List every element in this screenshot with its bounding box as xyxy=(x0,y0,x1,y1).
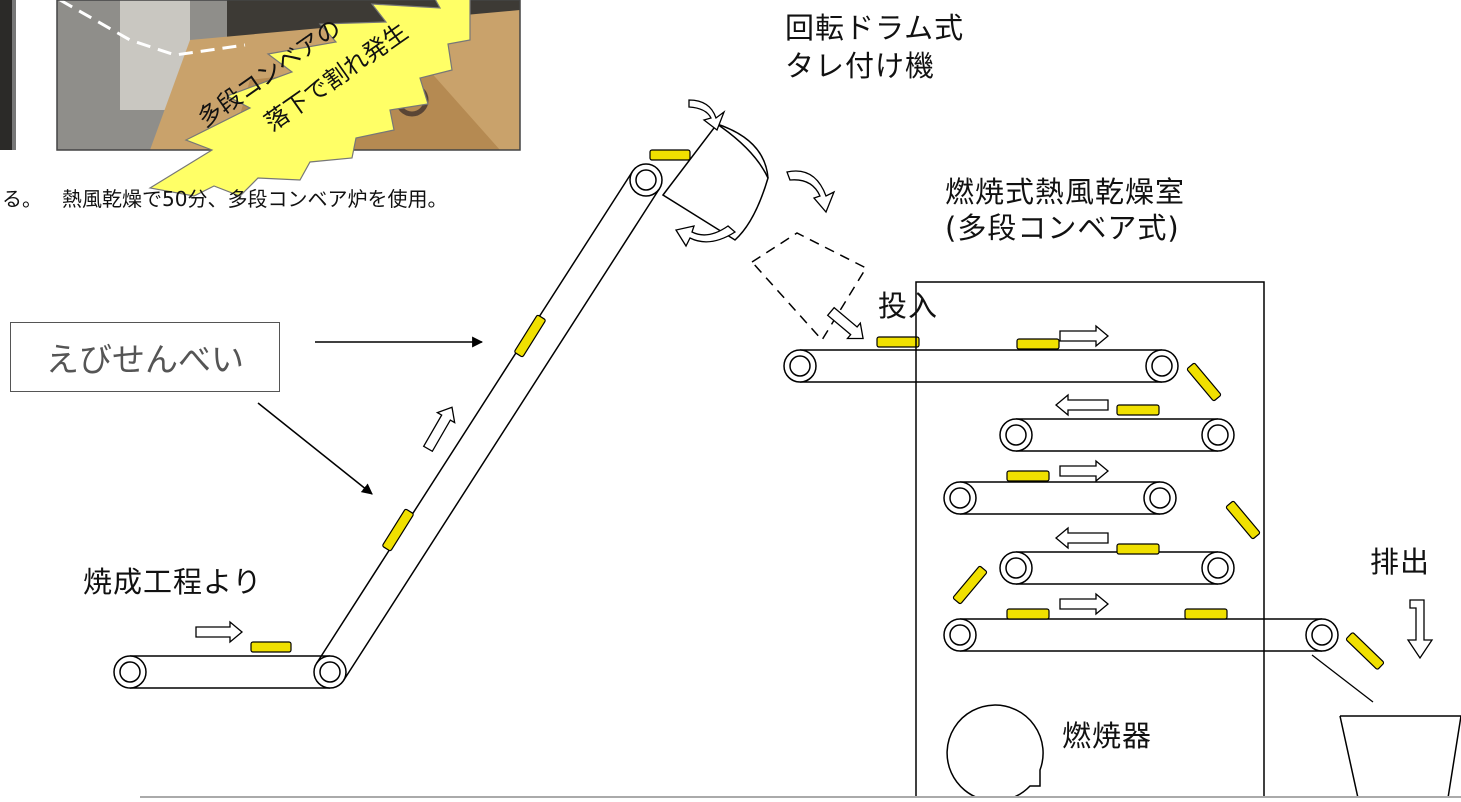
conveyor-roller xyxy=(1143,481,1177,515)
cracker xyxy=(1016,338,1060,350)
label-burner: 燃焼器 xyxy=(1062,719,1153,753)
hollow-arrow xyxy=(1059,592,1110,616)
conveyor-roller xyxy=(1201,418,1235,452)
burner-symbol xyxy=(946,704,1044,802)
hollow-arrow xyxy=(1059,324,1110,348)
conveyor-belt xyxy=(960,618,1322,652)
label-dryer-line2: (多段コンベア式) xyxy=(945,211,1180,245)
conveyor-roller xyxy=(1201,551,1235,585)
rotation-arrows xyxy=(674,99,1434,660)
cracker xyxy=(250,641,292,653)
cracker xyxy=(514,314,546,358)
cracker xyxy=(1006,608,1050,620)
dryer-chamber xyxy=(915,281,1265,802)
conveyor-roller xyxy=(999,551,1033,585)
hollow-arrows xyxy=(195,306,1110,644)
hollow-arrow xyxy=(1054,393,1109,417)
label-input: 投入 xyxy=(878,289,939,323)
output-bin xyxy=(1339,715,1461,799)
cracker xyxy=(1116,404,1160,416)
conveyor-roller xyxy=(1305,618,1339,652)
conveyor-roller xyxy=(629,163,663,197)
label-output: 排出 xyxy=(1370,545,1431,579)
hollow-arrow xyxy=(1054,526,1109,550)
conveyor-belt xyxy=(1016,551,1218,585)
discharge-chute xyxy=(1311,654,1374,703)
label-tumbler-line1: 回転ドラム式 xyxy=(785,11,965,45)
pointer-arrow-down xyxy=(257,402,373,495)
conveyor-roller xyxy=(313,655,347,689)
cracker xyxy=(876,336,920,348)
conveyor-roller xyxy=(1145,349,1179,383)
hollow-arrow xyxy=(826,306,864,340)
cracker xyxy=(1116,543,1160,555)
conveyor-belt xyxy=(960,481,1160,515)
conveyor-belt xyxy=(1016,418,1218,452)
caption-left-fragment: る。 xyxy=(2,187,42,211)
label-dryer-line1: 燃焼式熱風乾燥室 xyxy=(945,175,1186,209)
conveyor-roller xyxy=(113,655,147,689)
conveyor-belt xyxy=(800,349,1162,383)
cracker xyxy=(1184,608,1228,620)
cracker xyxy=(1186,362,1222,402)
conveyor-belt xyxy=(130,655,330,689)
conveyor-belt xyxy=(315,170,661,682)
cracker xyxy=(1225,500,1261,540)
conveyor-roller xyxy=(783,349,817,383)
cracker xyxy=(382,508,414,552)
cracker xyxy=(1006,470,1050,482)
label-from-baking: 焼成工程より xyxy=(83,565,263,599)
crackers xyxy=(250,149,1385,670)
cracker xyxy=(649,149,691,161)
hollow-arrow xyxy=(1059,459,1110,483)
photo-left xyxy=(0,0,16,150)
label-tumbler-line2: タレ付け機 xyxy=(785,49,936,83)
caption-drying: 熱風乾燥で50分、多段コンベア炉を使用。 xyxy=(62,187,448,211)
conveyor-belts xyxy=(113,163,1339,689)
hollow-arrow xyxy=(422,406,456,453)
conveyor-roller xyxy=(943,618,977,652)
conveyor-roller xyxy=(943,481,977,515)
cracker xyxy=(1345,632,1385,670)
product-label-box: えびせんべい xyxy=(10,322,280,392)
conveyor-roller xyxy=(999,418,1033,452)
cracker xyxy=(952,565,988,605)
tumbler-drum xyxy=(661,122,868,342)
hollow-arrow xyxy=(195,620,244,644)
